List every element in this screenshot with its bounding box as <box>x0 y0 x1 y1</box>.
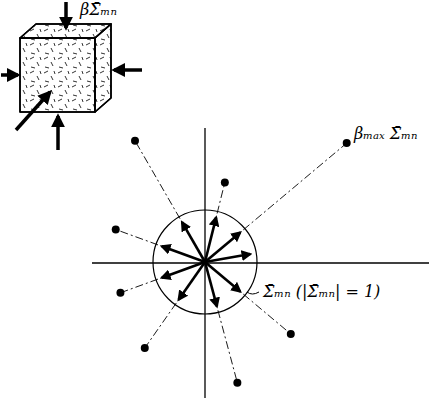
limit-point <box>343 139 351 147</box>
limit-point <box>116 289 124 297</box>
unit-circle <box>153 210 257 314</box>
leader-line <box>247 292 259 294</box>
unit-vector <box>162 246 205 262</box>
dash-dot-line <box>120 279 158 293</box>
label-position: Σ̄ₘₙ (|Σ̄ₘₙ| = 1) <box>261 282 382 301</box>
math-label: βₘₐₓ Σ̄ₘₙ <box>352 124 419 143</box>
limit-point <box>141 344 149 352</box>
unit-vector <box>205 217 216 262</box>
unit-vector <box>205 254 250 262</box>
limit-point <box>112 226 120 234</box>
dash-dot-line <box>218 310 237 382</box>
limit-point <box>131 137 139 145</box>
dash-dot-line <box>145 303 177 348</box>
label-position: βₘₐₓ Σ̄ₘₙ <box>352 124 419 143</box>
axes <box>92 128 429 398</box>
label-position: βΣ̄ₘₙ <box>78 0 119 19</box>
dash-dot-line <box>217 182 225 213</box>
limit-point <box>221 178 229 186</box>
cube <box>20 24 111 112</box>
dash-dot-line <box>116 230 158 245</box>
dash-dot-line <box>135 141 180 219</box>
load-arrows <box>1 2 142 150</box>
dash-dot-line <box>243 143 346 230</box>
math-label: βΣ̄ₘₙ <box>78 0 119 19</box>
limit-point <box>287 330 295 338</box>
stress-rays <box>112 137 351 387</box>
unit-vector <box>205 262 240 292</box>
math-label: Σ̄ₘₙ (|Σ̄ₘₙ| = 1) <box>261 282 382 301</box>
limit-point <box>233 379 241 387</box>
unit-vector <box>179 262 205 300</box>
